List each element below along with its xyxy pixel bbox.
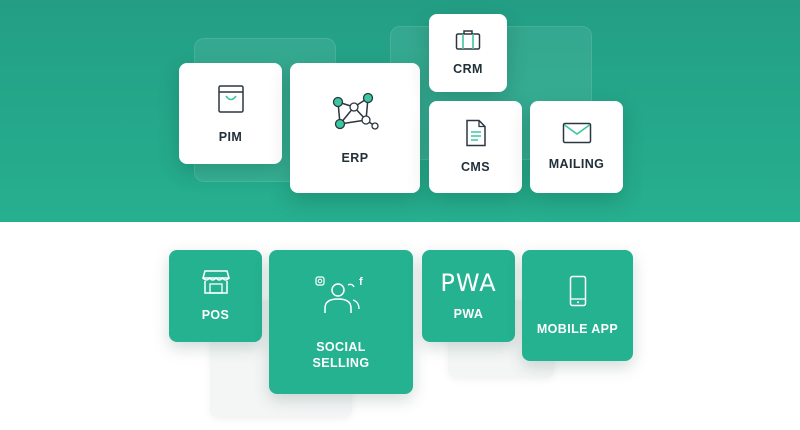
cms-card[interactable]: CMS [429,101,522,193]
svg-text:f: f [359,276,363,288]
mailing-label: MAILING [548,157,605,171]
smartphone-icon [569,275,586,306]
people-social-icon: f [315,276,363,313]
crm-label: CRM [453,62,483,76]
crm-card[interactable]: CRM [429,14,507,92]
shopping-bag-icon [217,84,244,113]
pwa-label: PWA [453,307,484,321]
mobile-app-label: MOBILE APP [536,321,619,336]
pwa-card[interactable]: PWA PWA [422,250,515,342]
envelope-icon [562,122,591,144]
document-icon [465,119,486,147]
pim-label: PIM [218,129,243,144]
pim-card[interactable]: PIM [179,63,282,164]
pos-label: POS [201,308,230,322]
mobile-app-card[interactable]: MOBILE APP [522,250,633,361]
mailing-card[interactable]: MAILING [530,101,623,193]
network-nodes-icon [332,92,379,130]
briefcase-icon [455,30,481,50]
social-selling-label: SOCIAL SELLING [312,340,370,370]
cms-label: CMS [461,160,490,174]
erp-label: ERP [341,151,369,165]
pwa-logo-icon: PWA [440,269,497,297]
pos-card[interactable]: POS [169,250,262,342]
social-selling-card[interactable]: f SOCIAL SELLING [269,250,413,394]
storefront-icon [201,270,230,294]
erp-card[interactable]: ERP [290,63,420,193]
